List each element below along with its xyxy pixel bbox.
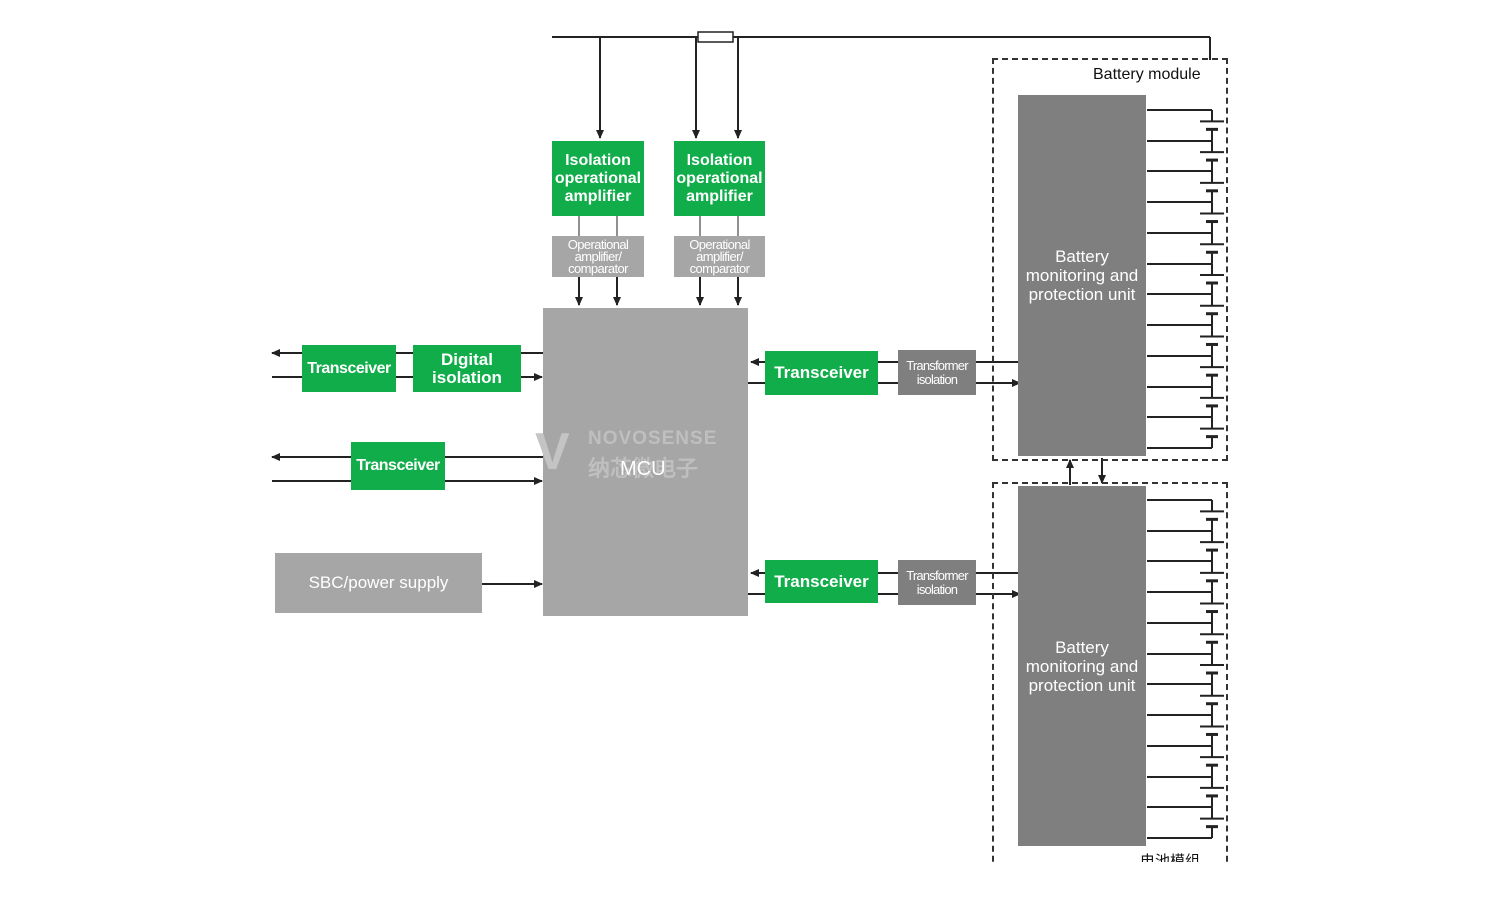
battery-cell-icon <box>1200 355 1224 387</box>
battery-cell-icon <box>1200 232 1224 264</box>
transformer-isolation-1: Transformer isolation <box>898 350 976 395</box>
battery-cell-icon <box>1200 263 1224 295</box>
battery-monitoring-unit-1: Battery monitoring and protection unit <box>1018 95 1146 456</box>
battery-cell-icon <box>1200 561 1224 593</box>
battery-cell-icon <box>1200 622 1224 654</box>
novosense-logo-icon: V <box>535 423 570 481</box>
battery-cell-icon <box>1200 715 1224 746</box>
transceiver-left-2: Transceiver <box>351 442 445 490</box>
battery-cell-icon <box>1200 325 1224 356</box>
opamp-comparator-2: Operational amplifier/ comparator <box>674 236 765 277</box>
isolation-amplifier-2: Isolation operational amplifier <box>674 141 765 216</box>
isolation-amplifier-1: Isolation operational amplifier <box>552 141 644 216</box>
mcu-label: MCU <box>620 458 666 480</box>
battery-module-1 <box>992 58 1228 461</box>
battery-cell-icon <box>1200 684 1224 716</box>
battery-cell-icon <box>1200 171 1224 203</box>
mcu-block <box>543 308 748 616</box>
battery-cell-icon <box>1200 417 1224 448</box>
battery-cell-icon <box>1200 653 1224 685</box>
battery-cell-icon <box>1200 294 1224 326</box>
battery-cell-icon <box>1200 592 1224 623</box>
battery-module-label: Battery module <box>1093 66 1201 83</box>
battery-cell-icon <box>1200 500 1224 531</box>
transceiver-right-1: Transceiver <box>765 351 878 395</box>
transformer-isolation-2: Transformer isolation <box>898 560 976 605</box>
battery-cell-icon <box>1200 140 1224 172</box>
transceiver-right-2: Transceiver <box>765 560 878 603</box>
digital-isolation: Digital isolation <box>413 345 521 392</box>
sbc-power-supply: SBC/power supply <box>275 553 482 613</box>
battery-cell-icon <box>1200 745 1224 777</box>
battery-cell-icon <box>1200 776 1224 808</box>
watermark-brand-cn: 纳芯微电子 <box>588 456 699 481</box>
battery-cell-icon <box>1200 807 1224 838</box>
battery-monitoring-unit-2: Battery monitoring and protection unit <box>1018 486 1146 846</box>
transceiver-left-1: Transceiver <box>302 345 396 392</box>
watermark-brand: NOVOSENSE <box>588 428 718 449</box>
battery-cell-icon <box>1200 386 1224 418</box>
opamp-comparator-1: Operational amplifier/ comparator <box>552 236 644 277</box>
battery-cell-icon <box>1200 530 1224 562</box>
battery-cell-icon <box>1200 110 1224 141</box>
battery-module-label-cn: 电池模组 <box>1140 853 1201 862</box>
battery-cell-icon <box>1200 202 1224 233</box>
bottom-cropped-label <box>0 862 1488 916</box>
